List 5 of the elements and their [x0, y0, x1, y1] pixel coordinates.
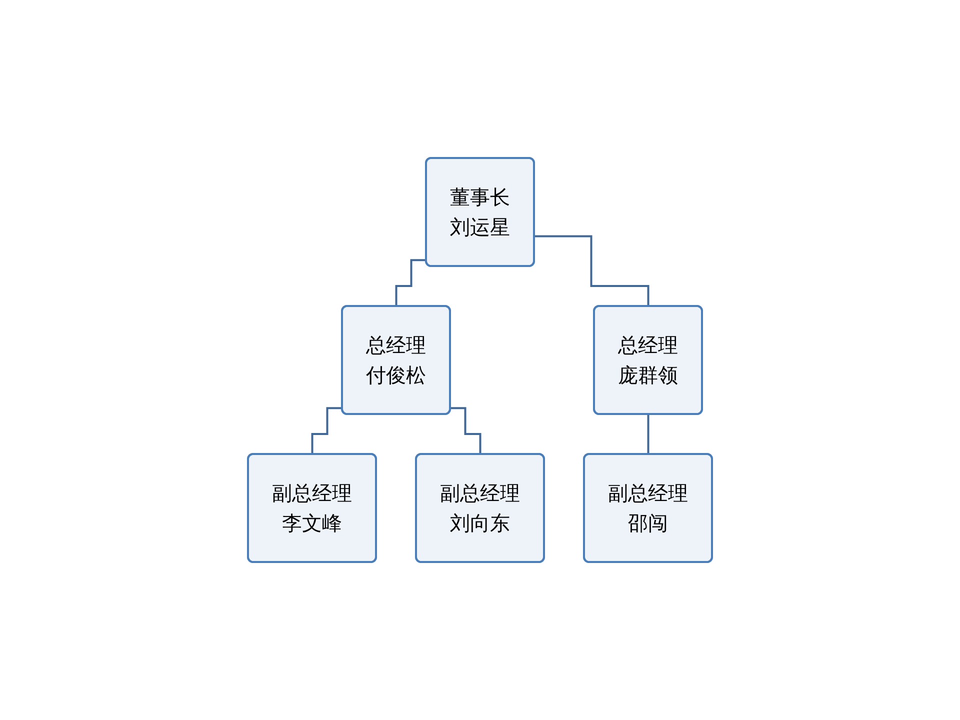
connector: [450, 407, 482, 456]
connector: [647, 414, 650, 456]
connector: [534, 235, 650, 308]
connector: [311, 407, 342, 456]
connector: [395, 259, 426, 308]
